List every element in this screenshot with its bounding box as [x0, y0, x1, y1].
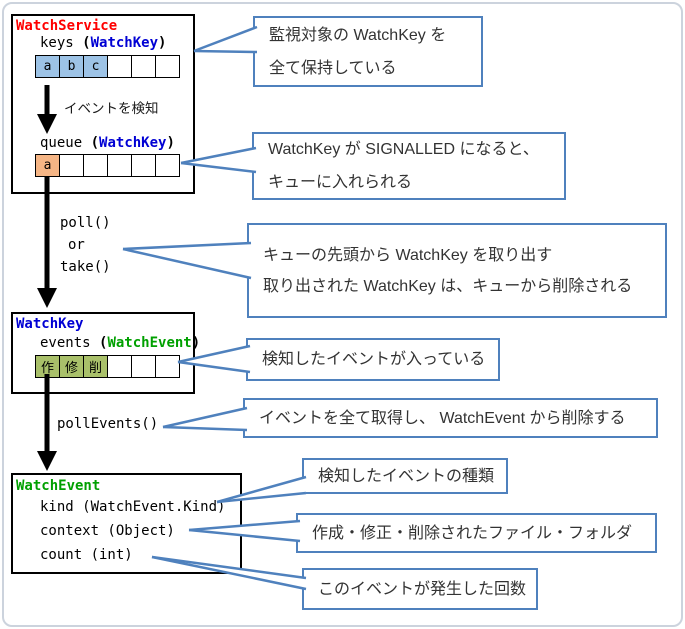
events-array: 作 修 削 — [35, 355, 180, 378]
or-label: or — [68, 237, 85, 253]
watchevent-class-title: WatchEvent — [16, 478, 101, 494]
array-cell: a — [35, 154, 60, 177]
array-cell — [131, 55, 156, 78]
callout-context-note: 作成・修正・削除されたファイル・フォルダ — [296, 513, 657, 553]
poll-events-label: pollEvents() — [57, 416, 159, 432]
array-cell — [59, 154, 84, 177]
callout-tail-poll-events — [162, 406, 248, 432]
callout-poll-take-note: キューの先頭から WatchKey を取り出す 取り出された WatchKey … — [247, 223, 667, 318]
array-cell — [131, 154, 156, 177]
array-cell: b — [59, 55, 84, 78]
callout-keys-note: 監視対象の WatchKey を 全て保持している — [253, 16, 483, 87]
take-label: take() — [60, 259, 111, 275]
watchservice-class-title: WatchService — [16, 18, 118, 34]
watchevent-members: kind (WatchEvent.Kind) context (Object) … — [40, 495, 225, 567]
callout-events-note: 検知したイベントが入っている — [246, 338, 500, 381]
queue-array: a — [35, 154, 180, 177]
keys-array: a b c — [35, 55, 180, 78]
array-cell: c — [83, 55, 108, 78]
array-cell — [155, 355, 180, 378]
detect-event-label: イベントを検知 — [64, 101, 159, 116]
array-cell — [131, 355, 156, 378]
array-cell: a — [35, 55, 60, 78]
watchkey-class-title: WatchKey — [16, 316, 84, 332]
array-cell — [155, 55, 180, 78]
poll-label: poll() — [60, 215, 111, 231]
watchservice-class-box: WatchService keys (WatchKey) a b c イベントを… — [11, 14, 195, 194]
array-cell — [107, 154, 132, 177]
callout-count-note: このイベントが発生した回数 — [302, 568, 538, 610]
queue-field-label: queue (WatchKey) — [40, 135, 175, 151]
callout-queue-note: WatchKey が SIGNALLED になると、 キューに入れられる — [252, 132, 566, 200]
callout-tail-poll-take — [122, 241, 252, 280]
callout-tail-keys — [193, 25, 258, 54]
context-member: context (Object) — [40, 523, 175, 539]
array-cell — [107, 55, 132, 78]
array-cell — [155, 154, 180, 177]
keys-field-label: keys (WatchKey) — [40, 35, 167, 51]
array-cell: 修 — [59, 355, 84, 378]
array-cell: 削 — [83, 355, 108, 378]
callout-kind-note: 検知したイベントの種類 — [302, 458, 508, 494]
kind-member: kind (WatchEvent.Kind) — [40, 499, 226, 515]
array-cell — [107, 355, 132, 378]
array-cell — [83, 154, 108, 177]
flow-arrow-poll-take-icon — [37, 176, 57, 308]
callout-poll-events-note: イベントを全て取得し、 WatchEvent から削除する — [243, 398, 658, 438]
count-member: count (int) — [40, 547, 133, 563]
array-cell: 作 — [35, 355, 60, 378]
watchkey-class-box: WatchKey events (WatchEvent) 作 修 削 — [11, 312, 200, 394]
watchevent-class-box: WatchEvent kind (WatchEvent.Kind) contex… — [11, 473, 242, 574]
events-field-label: events (WatchEvent) — [40, 335, 201, 351]
